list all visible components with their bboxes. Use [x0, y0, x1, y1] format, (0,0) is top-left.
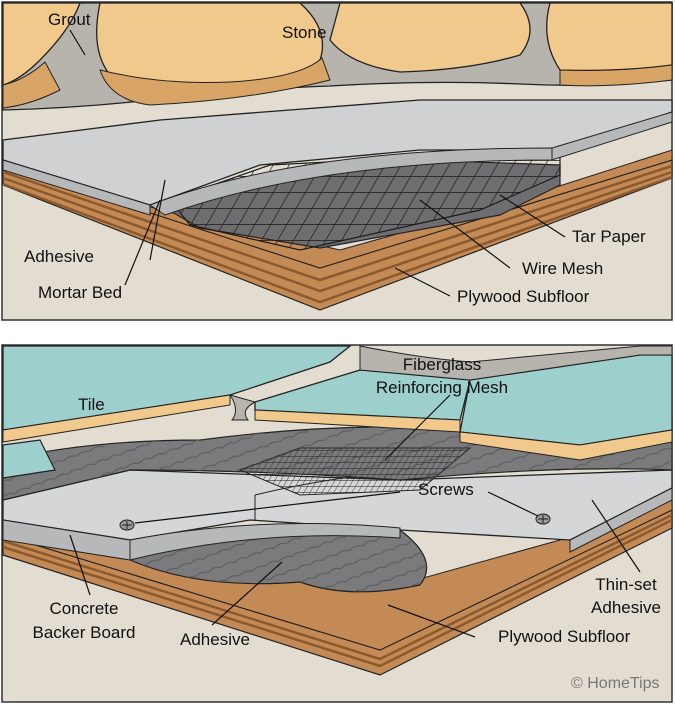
bottom-fiberglass-mesh — [238, 447, 472, 496]
leader-adhesive-bottom — [211, 561, 283, 626]
screw-right — [535, 513, 551, 525]
leader-plywood-top — [394, 267, 451, 297]
leader-screws-right — [487, 491, 539, 517]
label-plywood-subfloor-top: Plywood Subfloor — [457, 287, 590, 306]
label-grout: Grout — [48, 10, 91, 29]
label-wire-mesh: Wire Mesh — [522, 259, 603, 278]
leader-tar-paper — [499, 194, 566, 238]
leader-plywood-bottom — [387, 604, 476, 638]
leader-concrete — [69, 534, 91, 596]
label-thinset-line2: Adhesive — [591, 598, 661, 617]
bottom-plywood-subfloor — [2, 494, 673, 676]
label-fiberglass-line1: Fiberglass — [403, 355, 481, 374]
label-mortar-bed: Mortar Bed — [38, 283, 122, 302]
screw-left — [119, 519, 135, 531]
bottom-backer-board — [2, 467, 673, 561]
top-stone-layer — [2, 2, 673, 111]
top-mortar-bed — [2, 99, 673, 216]
label-screws: Screws — [418, 480, 474, 499]
label-tile: Tile — [78, 395, 105, 414]
label-adhesive-bottom: Adhesive — [180, 630, 250, 649]
leader-adhesive — [149, 179, 166, 261]
top-panel: Grout Stone Adhesive Mortar Bed Tar Pape… — [1, 1, 673, 321]
label-fiberglass-line2: Reinforcing Mesh — [376, 378, 508, 397]
leader-fiberglass — [384, 394, 451, 461]
label-thinset-line1: Thin-set — [595, 575, 657, 594]
leader-wire-mesh — [419, 199, 511, 269]
leader-grout — [69, 29, 86, 56]
leader-screws-left — [134, 491, 401, 524]
leader-mortar-bed — [124, 199, 161, 286]
label-plywood-subfloor-bottom: Plywood Subfloor — [498, 627, 631, 646]
label-concrete-line2: Backer Board — [33, 623, 136, 642]
bottom-tiles — [2, 345, 673, 479]
label-tar-paper: Tar Paper — [572, 227, 646, 246]
label-adhesive-top: Adhesive — [24, 247, 94, 266]
copyright-text: © HomeTips — [571, 675, 660, 692]
bottom-panel: Tile Fiberglass Reinforcing Mesh Screws … — [1, 344, 673, 703]
leader-thinset — [591, 499, 641, 573]
label-stone: Stone — [282, 23, 326, 42]
label-concrete-line1: Concrete — [50, 599, 119, 618]
